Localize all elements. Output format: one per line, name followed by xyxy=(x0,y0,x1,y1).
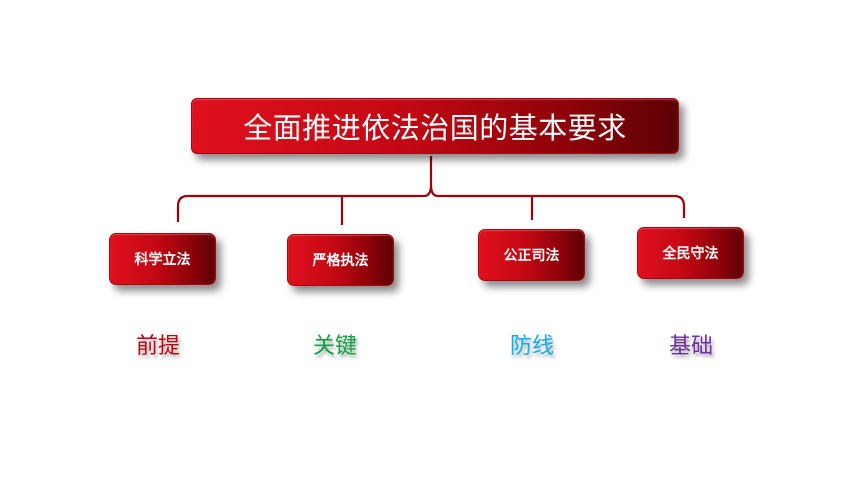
child-node-gongzheng-sifa: 公正司法 xyxy=(478,229,585,281)
child-node-yange-zhifa: 严格执法 xyxy=(287,234,394,286)
child-node-label: 公正司法 xyxy=(503,248,560,264)
role-label-qianti: 前提 xyxy=(136,334,181,359)
child-node-label: 全民守法 xyxy=(662,246,719,262)
child-node-quanmin-shoufa: 全民守法 xyxy=(637,227,744,279)
role-label-fangxian: 防线 xyxy=(510,334,555,359)
child-node-label: 严格执法 xyxy=(312,253,369,269)
root-node: 全面推进依法治国的基本要求 xyxy=(191,98,679,154)
brace-connector-right xyxy=(429,184,686,218)
role-label-jichu: 基础 xyxy=(669,334,714,359)
brace-connector xyxy=(176,156,433,222)
child-node-kexue-lifa: 科学立法 xyxy=(109,233,216,285)
root-node-label: 全面推进依法治国的基本要求 xyxy=(243,111,627,145)
role-label-guanjian: 关键 xyxy=(313,334,358,359)
child-node-label: 科学立法 xyxy=(134,252,191,268)
